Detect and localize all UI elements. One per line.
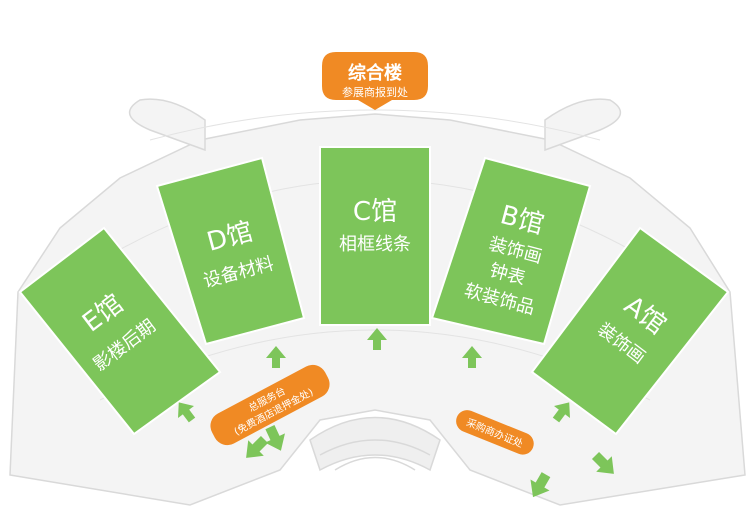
arrow-up-icon xyxy=(178,328,570,423)
main-building-badge[interactable]: 综合楼 参展商报到处 xyxy=(322,52,428,110)
hall-c-category: 相框线条 xyxy=(339,234,411,255)
main-building-title: 综合楼 xyxy=(348,62,402,84)
hall-b[interactable]: B馆 装饰画 钟表 软装饰品 xyxy=(430,156,592,346)
hall-c[interactable]: C馆 相框线条 xyxy=(319,146,431,326)
hall-e[interactable]: E馆 影楼后期 xyxy=(18,226,222,436)
main-building-subtitle: 参展商报到处 xyxy=(342,85,408,99)
hall-a[interactable]: A馆 装饰画 xyxy=(530,226,730,436)
arrow-diagonal-icon xyxy=(246,425,614,498)
hall-c-name: C馆 xyxy=(353,197,397,227)
hall-d[interactable]: D馆 设备材料 xyxy=(155,156,306,346)
